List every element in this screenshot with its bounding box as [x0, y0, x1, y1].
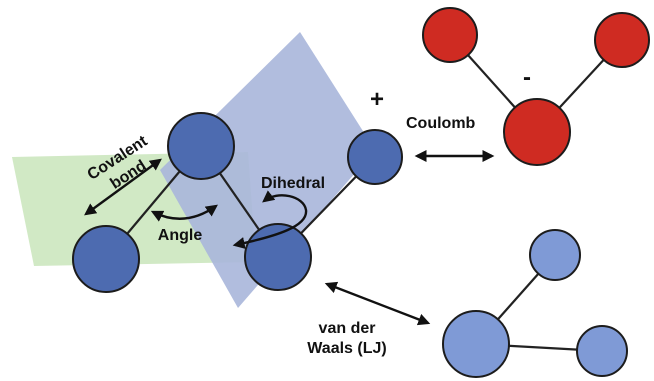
minus-charge-label: - [523, 64, 531, 91]
atom-charged-right [347, 129, 403, 185]
blue-plane [160, 32, 375, 308]
covalent-bond-arrow [84, 158, 162, 216]
dihedral-label: Dihedral [261, 175, 325, 192]
dihedral-arrow [232, 190, 308, 249]
atom-lj-top [529, 229, 581, 281]
atom-red-left [422, 7, 478, 63]
angle-label: Angle [158, 227, 203, 244]
atom-lj-right [576, 325, 628, 377]
atom-red-right [594, 12, 650, 68]
atom-covalent-bottom-left [72, 225, 140, 293]
atom-lj-center [442, 310, 510, 378]
atom-red-center [503, 98, 571, 166]
angle-arrow [150, 204, 218, 222]
coulomb-label: Coulomb [406, 115, 476, 132]
plus-charge-label: + [370, 86, 384, 113]
atom-covalent-top [167, 112, 235, 180]
van-der-waals-arrow [324, 281, 431, 326]
